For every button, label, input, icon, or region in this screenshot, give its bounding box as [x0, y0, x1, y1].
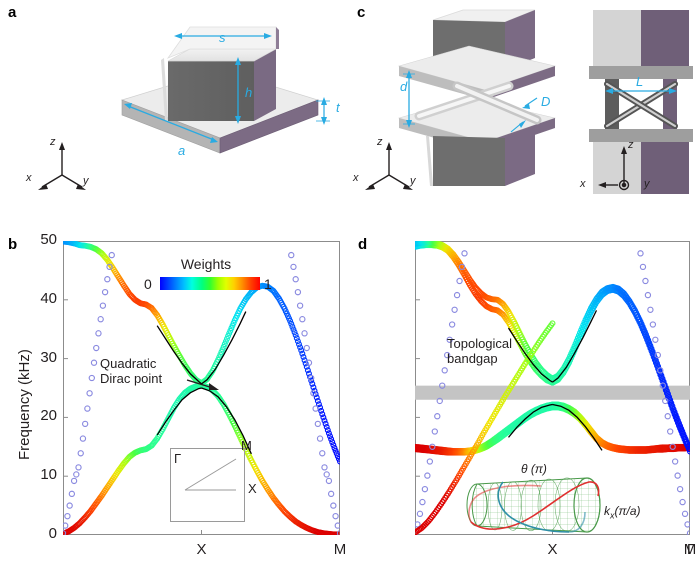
kx-symbol: k: [604, 504, 610, 518]
dim-label-L: L: [636, 74, 644, 89]
panel-a-axis-y: y: [83, 175, 89, 187]
dim-label-t: t: [336, 100, 340, 115]
panel-c-letter: c: [357, 4, 366, 21]
panel-b-colorbar-group: Weights 0 1: [130, 256, 282, 300]
panel-d-xtick-gamma-right: Γ: [686, 541, 696, 558]
kx-units: (π/a): [614, 504, 641, 518]
dim-label-h: h: [245, 85, 253, 100]
panel-d-letter: d: [358, 236, 368, 253]
panel-c-axis-x-right: x: [580, 178, 586, 190]
panel-b-annotation: Quadratic Dirac point: [100, 356, 190, 386]
panel-c-axis-x-left: x: [353, 172, 359, 184]
panel-b-bz-inset: [170, 448, 245, 522]
panel-d-cylinder-inset: [466, 477, 601, 533]
panel-b-xtick-X: X: [196, 541, 207, 558]
panel-b-bz-x: X: [248, 481, 257, 496]
panel-b-ytick-30: 30: [40, 348, 57, 366]
panel-d-annotation-line1: Topological: [447, 336, 513, 351]
panel-c-axis-triad-right: [598, 146, 630, 191]
panel-b-ytick-50: 50: [40, 231, 57, 248]
colorbar-gradient: [160, 277, 260, 290]
colorbar-title: Weights: [180, 256, 232, 272]
dim-label-a: a: [178, 143, 186, 158]
panel-d-xtick-M: M: [683, 541, 697, 558]
colorbar-max-label: 1: [264, 276, 272, 292]
panel-b-xtick-M: M: [333, 541, 347, 558]
dim-label-s: s: [219, 30, 226, 45]
panel-d-inset-kx-label: kx(π/a): [604, 504, 641, 520]
colorbar-min-label: 0: [144, 276, 152, 292]
panel-b-annotation-line2: Dirac point: [100, 370, 163, 386]
dim-label-d: d: [400, 79, 408, 94]
panel-c-axis-triad-left: [365, 142, 413, 190]
panel-a-axis-z: z: [50, 136, 56, 148]
panel-a-letter: a: [8, 4, 17, 21]
panel-a-axis-x: x: [26, 172, 32, 184]
panel-d-annotation-line2: bandgap: [447, 350, 498, 366]
panel-a-schematic: [120, 26, 330, 154]
panel-b-annotation-arrow: [186, 379, 219, 390]
panel-a-axis-triad: [38, 142, 86, 190]
panel-c-schematic-right: [589, 10, 693, 194]
panel-b-ytick-10: 10: [40, 466, 57, 484]
panel-b-bz-gamma: Γ: [174, 451, 182, 466]
panel-d-inset-theta-label: θ (π): [521, 462, 547, 476]
kx-subscript: x: [610, 510, 615, 521]
panel-b-ytick-0: 0: [48, 525, 57, 542]
panel-c-axis-z-left: z: [377, 136, 383, 148]
dim-label-D: D: [541, 94, 551, 109]
panel-c-axis-y-right: y: [644, 178, 650, 190]
panel-d-annotation: Topological bandgap: [447, 336, 555, 366]
panel-b-bz-lines: [184, 458, 237, 491]
panel-c-axis-y-left: y: [410, 175, 416, 187]
panel-b-annotation-line1: Quadratic: [100, 356, 157, 371]
panel-b-letter: b: [8, 236, 18, 253]
panel-b-ytick-20: 20: [40, 407, 57, 425]
panel-d-chart-canvas: [415, 241, 690, 535]
panel-c-axis-z-right: z: [628, 139, 634, 151]
panel-b-bz-m: M: [241, 438, 252, 453]
panel-d-xtick-X: X: [547, 541, 558, 558]
panel-c-schematic-left: [397, 9, 557, 186]
panel-b-ytick-40: 40: [40, 289, 57, 307]
panel-b-ylabel: Frequency (kHz): [16, 349, 33, 460]
